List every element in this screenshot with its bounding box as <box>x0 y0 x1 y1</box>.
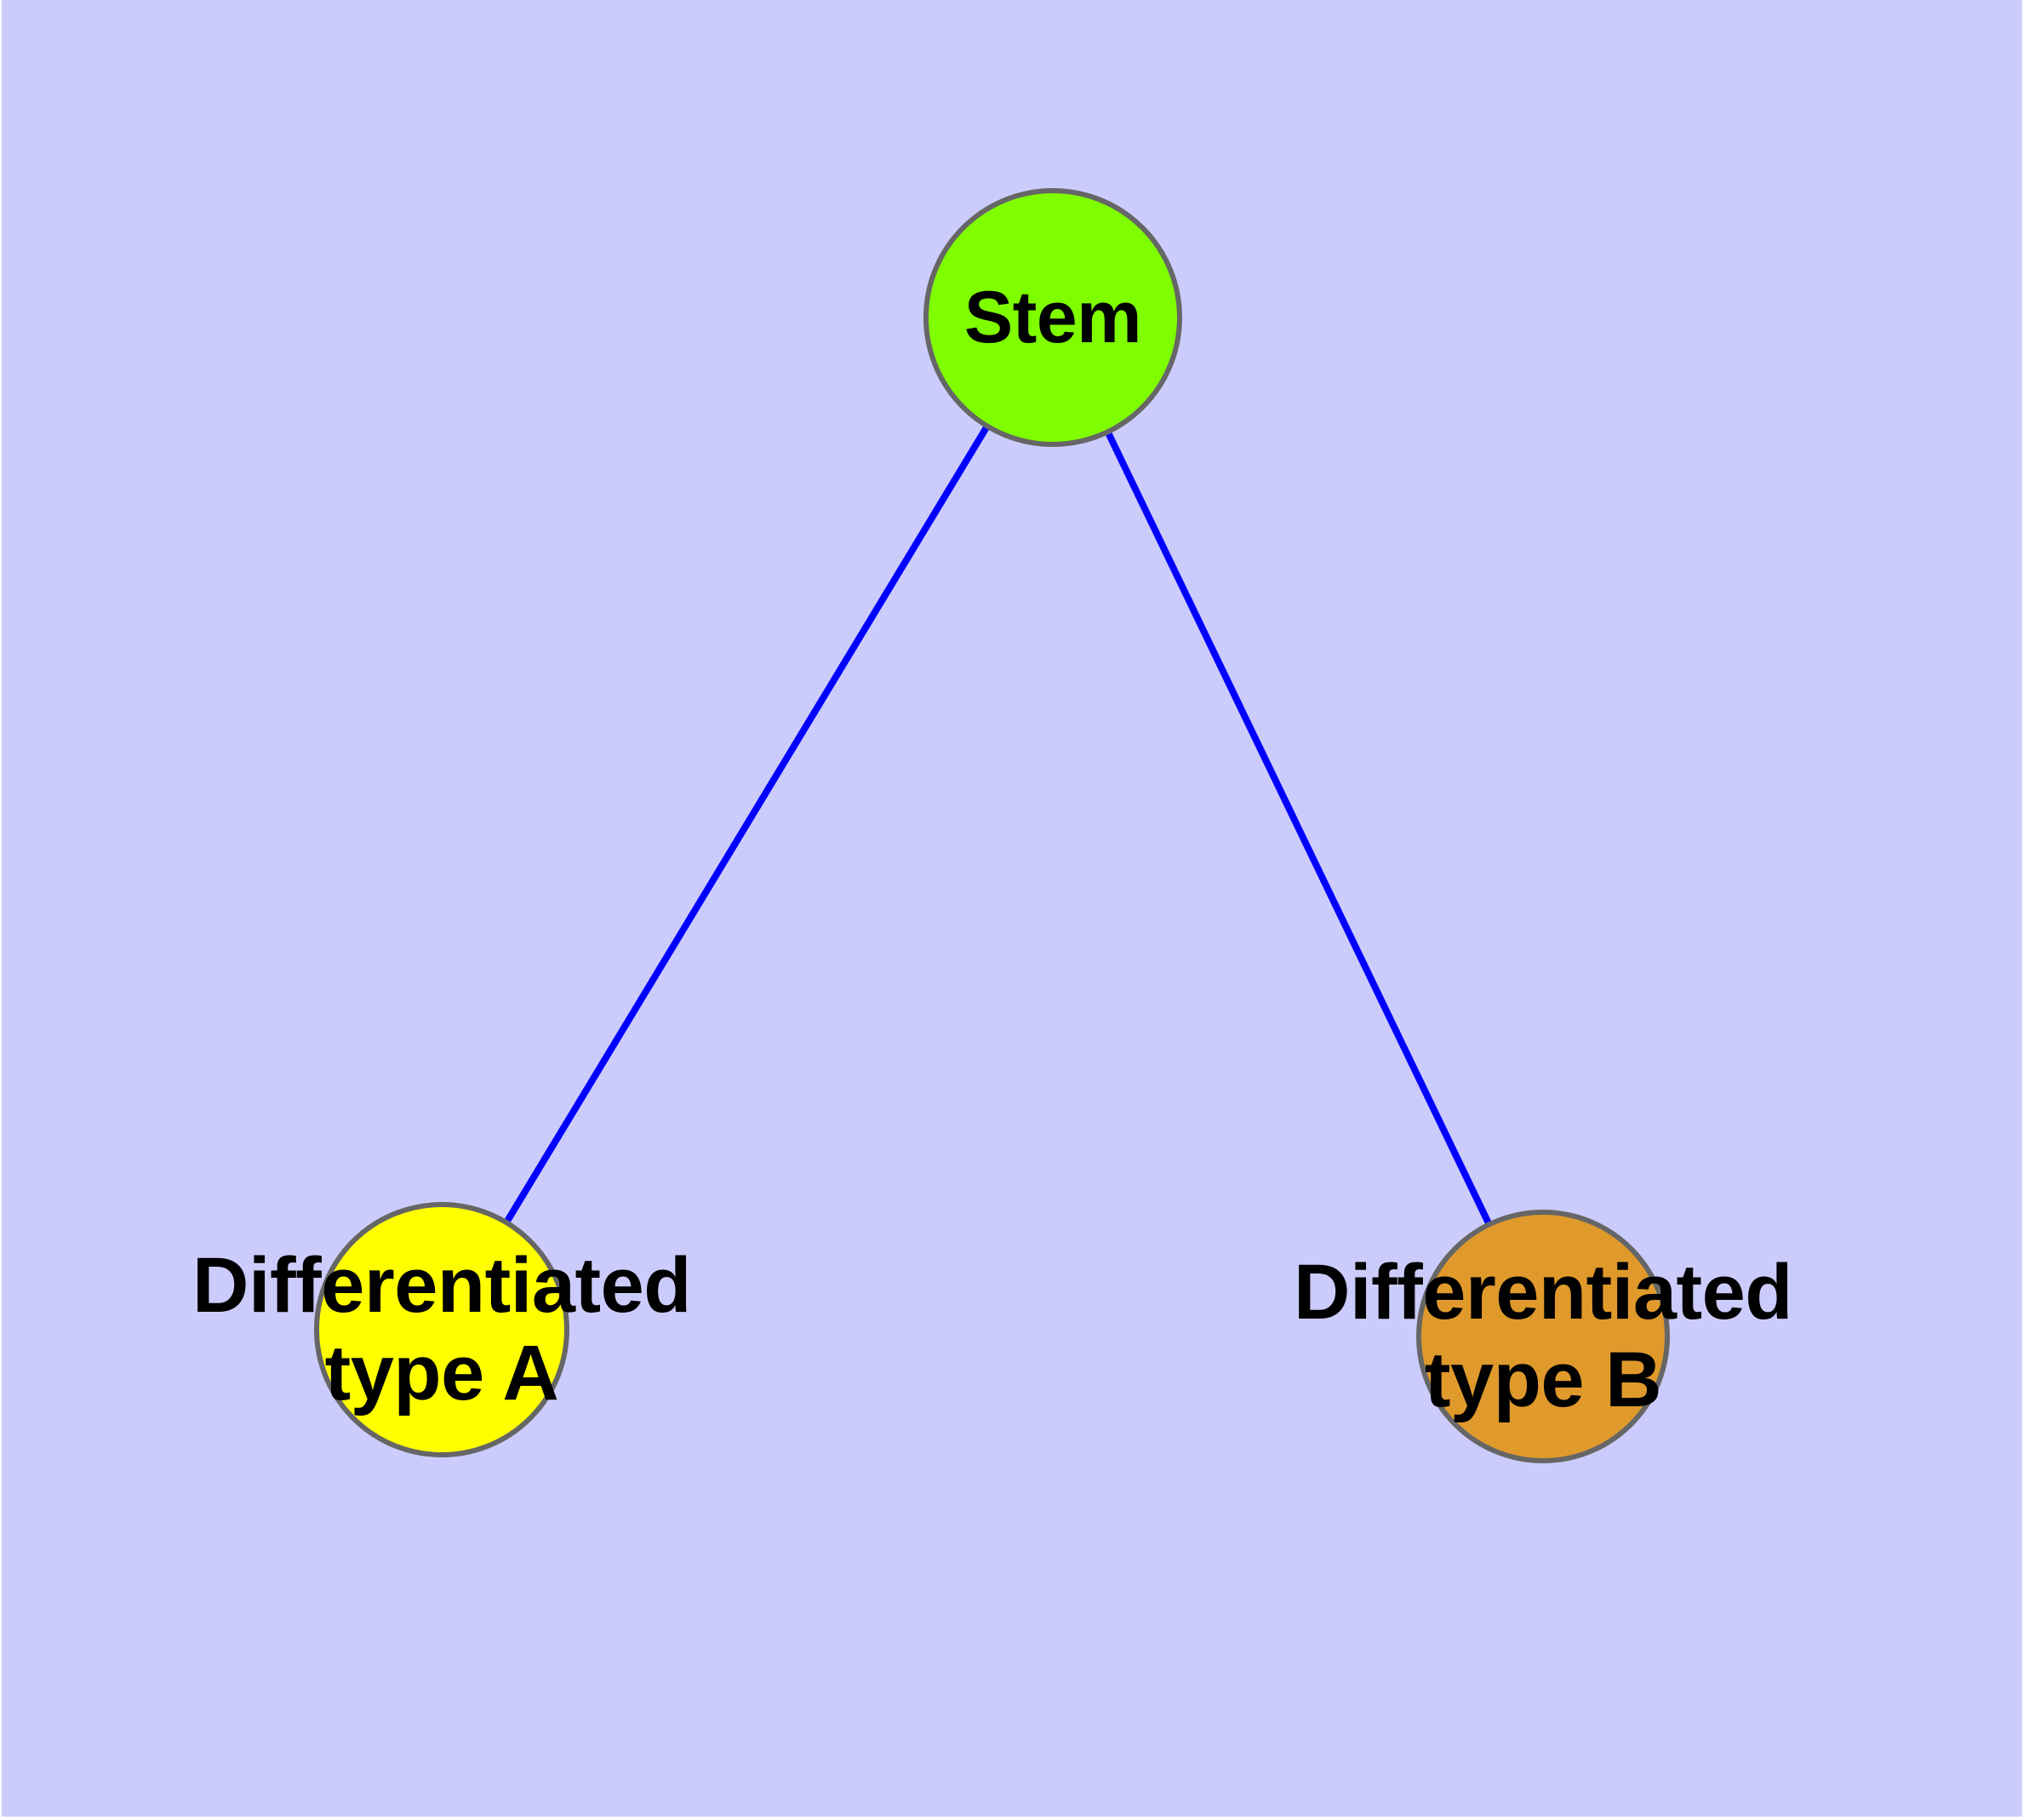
node-stem[interactable] <box>923 188 1182 447</box>
edge-stem-diff-a <box>505 426 989 1222</box>
node-diff_a[interactable] <box>314 1202 569 1457</box>
nodes-layer <box>314 188 1670 1463</box>
edges-layer <box>505 426 1491 1224</box>
edge-stem-diff-b <box>1106 432 1491 1224</box>
node-diff_b[interactable] <box>1416 1210 1670 1463</box>
